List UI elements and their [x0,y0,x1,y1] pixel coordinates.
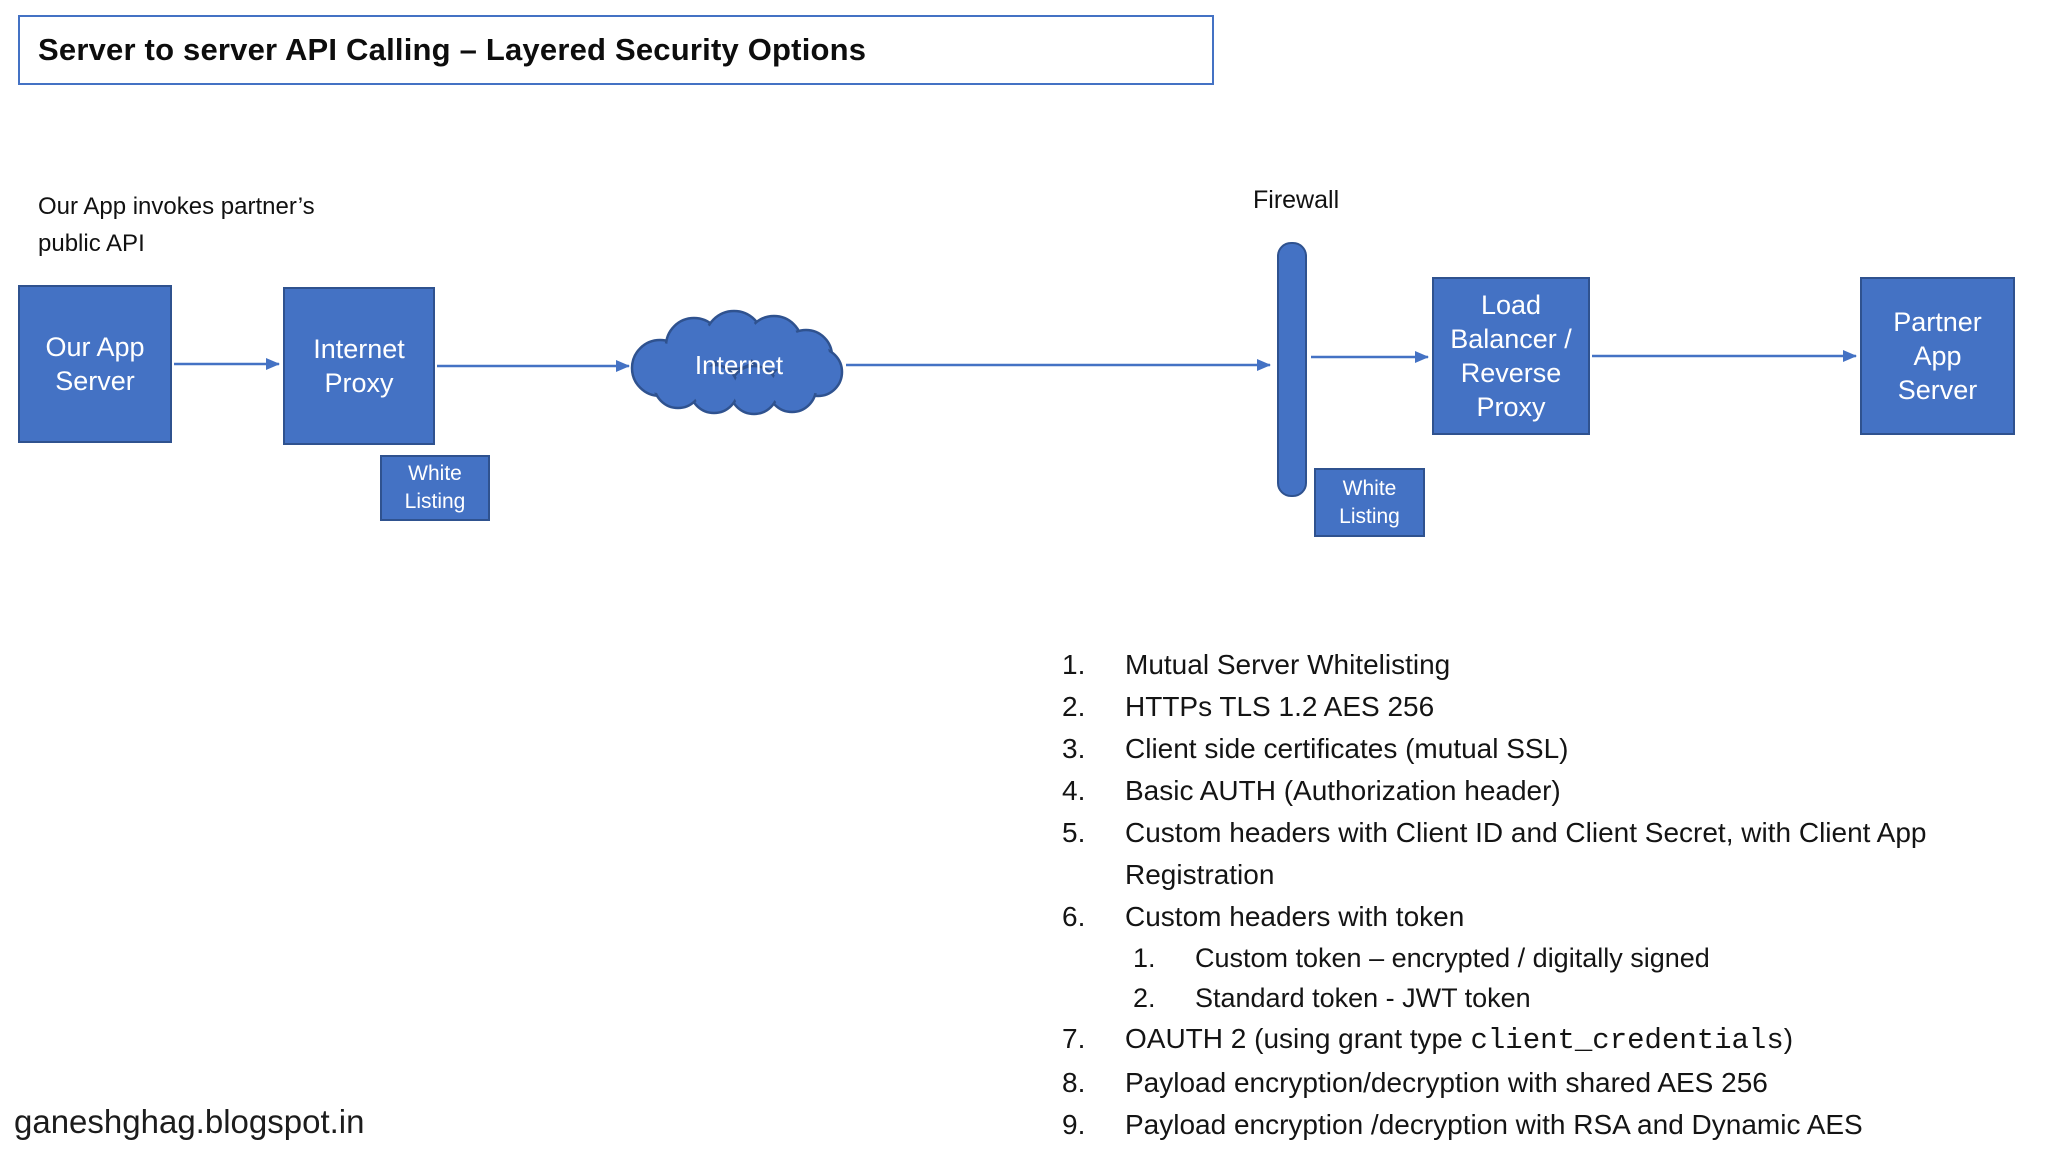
node-partner-app-server: Partner App Server [1860,277,2015,435]
item-text: Mutual Server Whitelisting [1125,649,1451,680]
item-text: Basic AUTH (Authorization header) [1125,775,1561,806]
item-number: 3. [1062,733,1086,764]
firewall-bar [1277,242,1307,497]
node-white-listing-firewall-label: White Listing [1339,476,1400,528]
node-white-listing-proxy-label: White Listing [404,462,466,513]
subitem-number: 2. [1133,983,1156,1013]
title-box: Server to server API Calling – Layered S… [18,15,1214,85]
node-partner-app-server-label: Partner App Server [1893,307,1982,405]
item-text: Client side certificates (mutual SSL) [1125,733,1569,764]
item-text: Payload encryption/decryption with share… [1125,1067,1768,1098]
security-option-item: 3. Client side certificates (mutual SSL) [1060,728,1960,770]
internet-cloud-label: Internet [695,350,784,380]
item-text: HTTPs TLS 1.2 AES 256 [1125,691,1435,722]
item-number: 7. [1062,1023,1086,1054]
item-number: 4. [1062,775,1086,806]
item-number: 5. [1062,817,1086,848]
node-white-listing-firewall: White Listing [1314,468,1425,537]
annotation-our-app-invokes: Our App invokes partner’s public API [38,193,315,257]
item-text-code: client_credentials [1470,1024,1784,1057]
item-text-suffix: ) [1783,1023,1794,1054]
node-internet-proxy-label: Internet Proxy [313,334,405,398]
security-option-item: 6. Custom headers with token [1060,896,1960,938]
security-option-subitem: 1. Custom token – encrypted / digitally … [1060,938,1960,978]
security-option-item: 5. Custom headers with Client ID and Cli… [1060,812,1960,896]
footer-blog-url: ganeshghag.blogspot.in [14,1103,365,1140]
subitem-text: Standard token - JWT token [1195,983,1531,1013]
page-title: Server to server API Calling – Layered S… [38,32,867,67]
security-options-list: 1. Mutual Server Whitelisting 2. HTTPs T… [1060,644,1960,1146]
subitem-number: 1. [1133,943,1156,973]
security-option-subitem: 2. Standard token - JWT token [1060,978,1960,1018]
security-option-item: 7. OAUTH 2 (using grant type client_cred… [1060,1018,1960,1062]
item-text: Custom headers with Client ID and Client… [1125,817,1927,890]
node-internet-proxy: Internet Proxy [283,287,435,445]
item-number: 1. [1062,649,1086,680]
node-our-app-server-label: Our App Server [45,332,145,396]
item-text: Payload encryption /decryption with RSA … [1125,1109,1863,1140]
subitem-text: Custom token – encrypted / digitally sig… [1195,943,1710,973]
item-number: 8. [1062,1067,1086,1098]
security-option-item: 8. Payload encryption/decryption with sh… [1060,1062,1960,1104]
node-load-balancer: Load Balancer / Reverse Proxy [1432,277,1590,435]
security-option-item: 9. Payload encryption /decryption with R… [1060,1104,1960,1146]
security-option-item: 4. Basic AUTH (Authorization header) [1060,770,1960,812]
item-text-prefix: OAUTH 2 (using grant type [1125,1023,1471,1054]
node-load-balancer-label: Load Balancer / Reverse Proxy [1450,290,1572,422]
item-number: 9. [1062,1109,1086,1140]
node-white-listing-proxy: White Listing [380,455,490,521]
item-number: 6. [1062,901,1086,932]
item-text: OAUTH 2 (using grant type client_credent… [1125,1018,1793,1062]
node-our-app-server: Our App Server [18,285,172,443]
security-option-item: 2. HTTPs TLS 1.2 AES 256 [1060,686,1960,728]
firewall-label: Firewall [1253,186,1340,214]
item-text: Custom headers with token [1125,901,1465,932]
internet-cloud: Internet [630,309,844,416]
security-option-item: 1. Mutual Server Whitelisting [1060,644,1960,686]
item-number: 2. [1062,691,1086,722]
